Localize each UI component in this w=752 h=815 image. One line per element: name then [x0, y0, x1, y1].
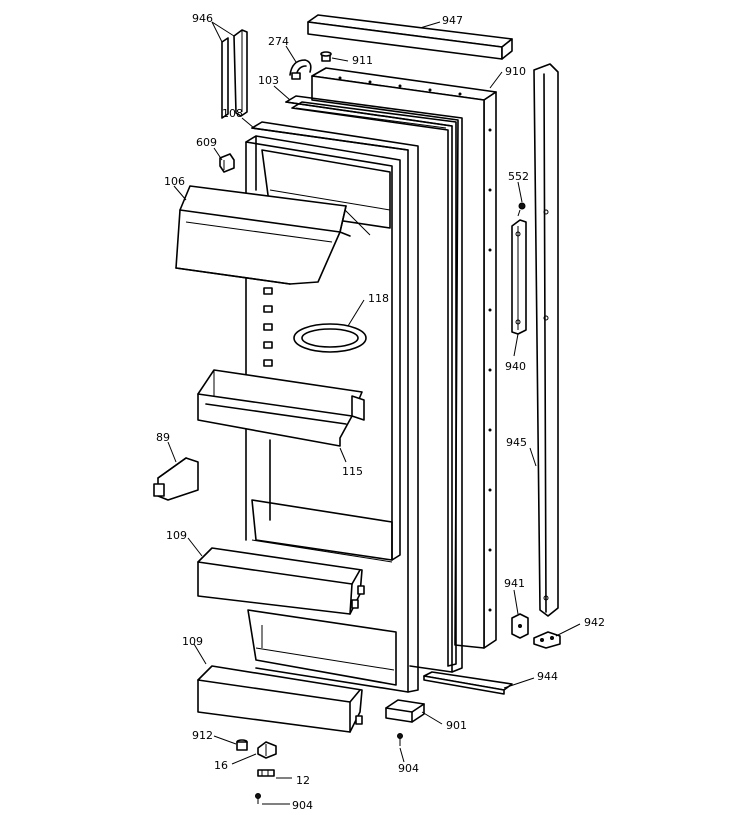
- part-940-hinge-plate: [511, 219, 527, 335]
- part-901-bracket: [385, 699, 425, 723]
- part-118-oval-gasket: [293, 323, 367, 353]
- label-912: 912: [192, 729, 213, 742]
- part-103-gasket: [285, 95, 463, 673]
- label-904-b: 904: [292, 799, 313, 812]
- label-103: 103: [258, 74, 279, 87]
- label-109-lower: 109: [182, 635, 203, 648]
- part-89-small-bin: [153, 457, 199, 501]
- label-941: 941: [504, 577, 525, 590]
- part-109-bin-lower: [197, 665, 363, 733]
- label-609: 609: [196, 136, 217, 149]
- part-942-hinge: [533, 631, 561, 649]
- label-118: 118: [368, 292, 389, 305]
- leader-lines: [167, 21, 581, 805]
- part-12-clip: [257, 769, 275, 777]
- label-89: 89: [156, 431, 170, 444]
- label-904-a: 904: [398, 762, 419, 775]
- part-274-bracket: [289, 59, 312, 80]
- part-16-cam: [257, 741, 277, 759]
- label-12: 12: [296, 774, 310, 787]
- part-904-screw-b: [255, 793, 261, 804]
- label-108: 108: [222, 107, 243, 120]
- part-911-cap: [320, 51, 332, 62]
- label-911: 911: [352, 54, 373, 67]
- part-941-block: [511, 613, 529, 639]
- part-947-door-cap: [307, 14, 513, 60]
- label-16: 16: [214, 759, 228, 772]
- part-904-screw-a: [397, 733, 403, 746]
- label-910: 910: [505, 65, 526, 78]
- part-106-dairy-cover: [175, 185, 351, 285]
- part-115-door-bin: [197, 369, 365, 447]
- part-944-hinge-bar: [423, 671, 513, 695]
- label-901: 901: [446, 719, 467, 732]
- part-108-door-liner: [245, 121, 419, 693]
- part-109-bin-upper: [197, 547, 365, 615]
- label-945: 945: [506, 436, 527, 449]
- part-552-screw: [517, 202, 526, 217]
- label-109-upper: 109: [166, 529, 187, 542]
- label-106: 106: [164, 175, 185, 188]
- part-945-handle: [533, 63, 559, 617]
- label-940: 940: [505, 360, 526, 373]
- part-910-outer-door: [311, 67, 497, 649]
- shelf-tabs: [263, 287, 273, 367]
- door-screw-dots: [338, 76, 492, 612]
- part-946-trim-strips: [221, 29, 248, 119]
- part-912-cap: [236, 739, 248, 751]
- label-947: 947: [442, 14, 463, 27]
- label-552: 552: [508, 170, 529, 183]
- label-274: 274: [268, 35, 289, 48]
- callout-labels: 946 947 274 911 910 103 108 609 106 552 …: [156, 12, 605, 812]
- label-115: 115: [342, 465, 363, 478]
- part-609-clip: [219, 153, 235, 173]
- label-942: 942: [584, 616, 605, 629]
- label-944: 944: [537, 670, 558, 683]
- label-946: 946: [192, 12, 213, 25]
